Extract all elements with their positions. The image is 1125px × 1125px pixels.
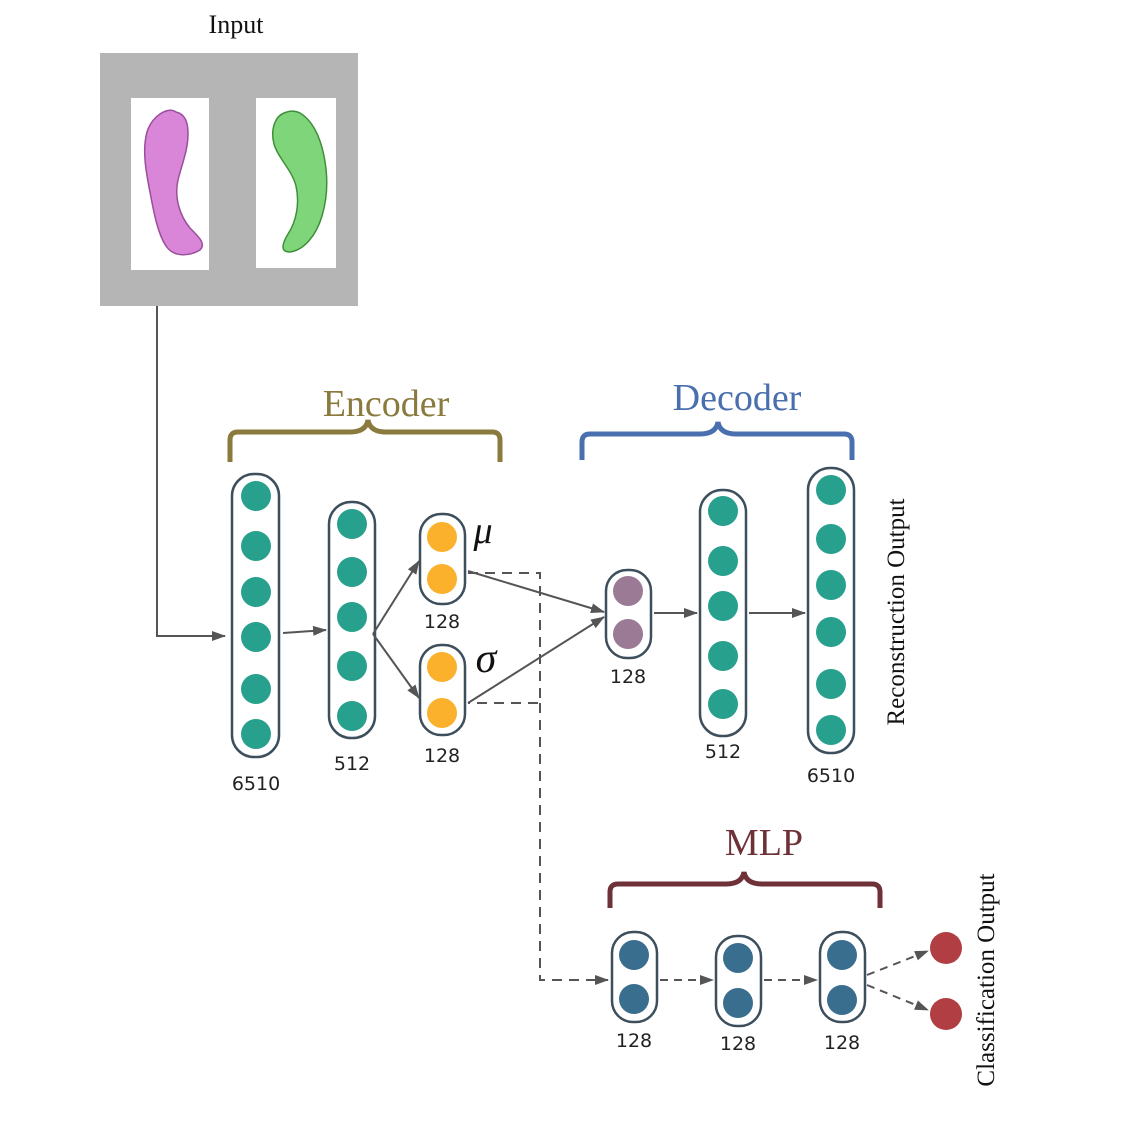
- arrow-enc1-enc2: [282, 625, 327, 636]
- mlp-layer-2-size: 128: [720, 1033, 756, 1055]
- decoder-layer-2: [806, 466, 856, 755]
- node: [816, 570, 846, 600]
- node: [241, 674, 271, 704]
- node: [337, 509, 367, 539]
- latent-layer: [604, 568, 653, 660]
- layer-frame: [230, 472, 281, 759]
- node: [816, 475, 846, 505]
- node: [337, 602, 367, 632]
- latent-layer-size: 128: [610, 666, 646, 688]
- node: [816, 524, 846, 554]
- node: [337, 557, 367, 587]
- decoder-layer-1-size: 512: [705, 741, 741, 763]
- sigma-layer-size: 128: [424, 745, 460, 767]
- encoder-brace: [227, 419, 503, 462]
- mlp-layer-2: [714, 934, 763, 1028]
- node: [619, 940, 649, 970]
- node: [613, 576, 643, 606]
- mlp-layer-3: [818, 930, 867, 1024]
- encoder-layer-1-size: 6510: [232, 773, 280, 795]
- mlp-layer-1-size: 128: [616, 1030, 652, 1052]
- node: [337, 651, 367, 681]
- arrow-enc2-sigma: [372, 633, 420, 699]
- classification-output-node-1: [930, 932, 962, 964]
- hippocampus-shape-left: [143, 109, 204, 256]
- mlp-layer-1: [610, 930, 659, 1024]
- node: [619, 984, 649, 1014]
- node: [708, 591, 738, 621]
- node: [241, 622, 271, 652]
- arrow-mlp3-output-2: [866, 984, 929, 1011]
- mlp-layer-3-size: 128: [824, 1032, 860, 1054]
- encoder-layer-2: [327, 500, 377, 740]
- node: [816, 715, 846, 745]
- dashed-connector-mu-sigma: [468, 572, 541, 704]
- node: [708, 641, 738, 671]
- decoder-layer-2-size: 6510: [807, 765, 855, 787]
- node: [816, 669, 846, 699]
- reconstruction-output-label: Reconstruction Output: [883, 498, 910, 725]
- arrow-enc2-mu: [372, 560, 420, 635]
- node: [708, 546, 738, 576]
- node: [241, 719, 271, 749]
- decoder-label: Decoder: [673, 377, 802, 419]
- sigma-layer: [418, 643, 467, 737]
- node: [708, 496, 738, 526]
- node: [723, 988, 753, 1018]
- mu-layer: [418, 512, 467, 606]
- node: [427, 698, 457, 728]
- sigma-symbol: σ: [476, 636, 499, 682]
- node: [427, 564, 457, 594]
- node: [613, 619, 643, 649]
- node: [827, 940, 857, 970]
- input-connector-arrow: [156, 306, 226, 641]
- node: [427, 522, 457, 552]
- encoder-label: Encoder: [323, 383, 450, 425]
- node: [241, 481, 271, 511]
- encoder-layer-1: [230, 472, 281, 759]
- mu-symbol: μ: [472, 510, 492, 552]
- classification-output-label: Classification Output: [973, 873, 1000, 1086]
- node: [827, 985, 857, 1015]
- decoder-layer-1: [698, 488, 748, 738]
- node: [427, 652, 457, 682]
- layer-frame: [806, 466, 856, 755]
- arrow-sigma-latent: [467, 616, 605, 704]
- dashed-connector-to-mlp: [539, 703, 609, 985]
- mlp-label: MLP: [725, 822, 803, 864]
- arrow-mlp3-output-1: [866, 950, 929, 976]
- node: [816, 617, 846, 647]
- input-label: Input: [209, 10, 265, 39]
- input-panel: [100, 53, 358, 306]
- classification-output-node-2: [930, 998, 962, 1030]
- arrow-mu-latent: [467, 570, 605, 614]
- node: [241, 577, 271, 607]
- encoder-layer-2-size: 512: [334, 753, 370, 775]
- node: [723, 943, 753, 973]
- node: [337, 701, 367, 731]
- hippocampus-shape-right: [272, 110, 328, 253]
- mlp-brace: [607, 871, 883, 908]
- mu-layer-size: 128: [424, 611, 460, 633]
- node: [708, 689, 738, 719]
- decoder-brace: [579, 421, 855, 460]
- node: [241, 531, 271, 561]
